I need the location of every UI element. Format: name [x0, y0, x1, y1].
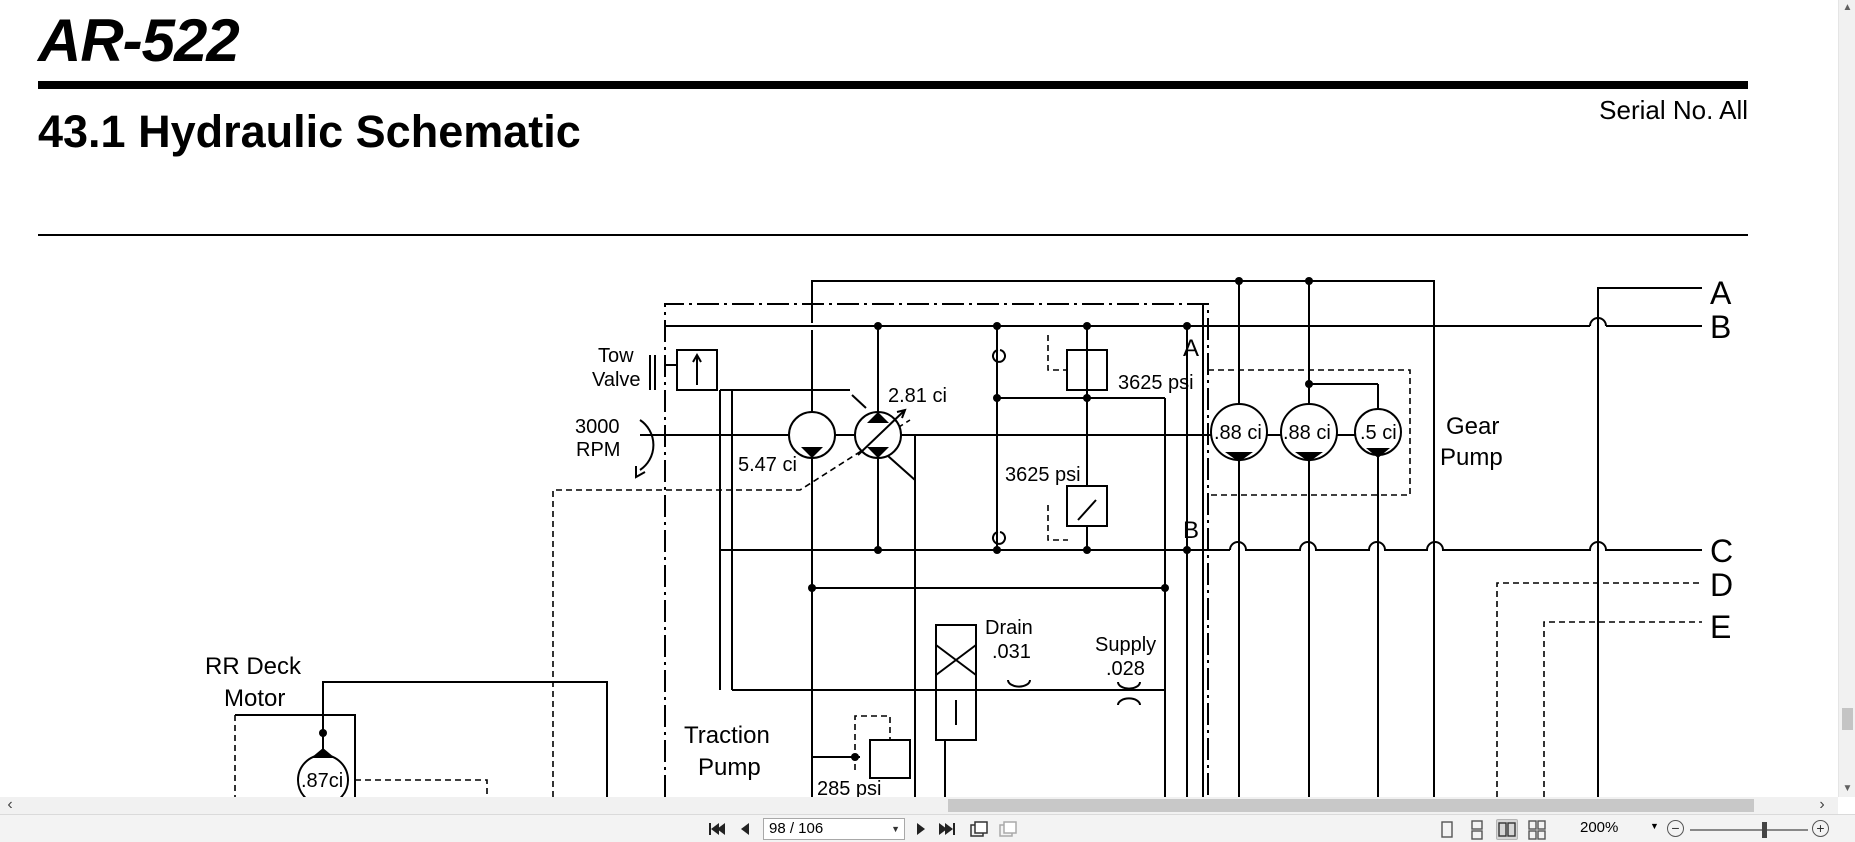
rotate-icon[interactable]	[968, 818, 990, 840]
section-divider	[38, 234, 1748, 236]
line-a-label: A	[1710, 275, 1732, 311]
zoom-out-icon[interactable]: −	[1667, 820, 1684, 837]
rpm-unit-label: RPM	[576, 439, 620, 461]
port-a-label: A	[1183, 335, 1199, 362]
viewer-toolbar: 98 / 106 ▼ 200% ▼ − +	[0, 814, 1855, 842]
continuous-view-icon[interactable]	[1466, 819, 1488, 840]
port-b-label: B	[1183, 517, 1199, 544]
next-page-icon[interactable]	[912, 818, 930, 840]
traction-pump-label-2: Pump	[698, 754, 761, 781]
relief-bottom-label: 3625 psi	[1005, 464, 1081, 486]
document-model-title: AR-522	[38, 7, 240, 74]
gear-section-3-label: .5 ci	[1360, 422, 1397, 444]
section-title: 43.1 Hydraulic Schematic	[38, 106, 581, 157]
scroll-up-icon[interactable]: ▲	[1842, 2, 1853, 13]
tow-valve-label-2: Valve	[592, 369, 641, 391]
displacement-281-label: 2.81 ci	[888, 385, 947, 407]
gear-pump-label-2: Pump	[1440, 444, 1503, 471]
gear-section-1-label: .88 ci	[1214, 422, 1262, 444]
rpm-value-label: 3000	[575, 416, 620, 438]
zoom-slider-handle[interactable]	[1762, 822, 1767, 838]
hydraulic-schematic: Tow Valve 3000 RPM 2.81 ci 5.47 ci 3625 …	[205, 275, 1733, 797]
gear-pump-label-1: Gear	[1446, 413, 1499, 440]
single-page-view-icon[interactable]	[1436, 819, 1458, 840]
line-c-label: C	[1710, 533, 1733, 569]
relief-top-label: 3625 psi	[1118, 372, 1194, 394]
two-page-continuous-view-icon[interactable]	[1526, 819, 1548, 840]
rr-deck-label-2: Motor	[224, 685, 285, 712]
serial-number: Serial No. All	[1599, 95, 1748, 125]
zoom-dropdown-icon[interactable]: ▼	[1650, 821, 1659, 831]
first-page-icon[interactable]	[706, 818, 728, 840]
line-e-label: E	[1710, 609, 1731, 645]
supply-label-2: .028	[1106, 658, 1145, 680]
traction-pump-label-1: Traction	[684, 722, 770, 749]
rotate-disabled-icon[interactable]	[997, 818, 1019, 840]
page-indicator: 98 / 106	[769, 820, 824, 837]
vertical-scrollbar[interactable]: ▲ ▼	[1838, 0, 1855, 797]
horizontal-scroll-thumb[interactable]	[948, 799, 1754, 812]
chevron-down-icon[interactable]: ▼	[891, 824, 900, 834]
last-page-icon[interactable]	[936, 818, 958, 840]
scroll-down-icon[interactable]: ▼	[1842, 783, 1853, 794]
displacement-547-label: 5.47 ci	[738, 454, 797, 476]
horizontal-scrollbar[interactable]: ‹ ›	[0, 797, 1838, 814]
line-d-label: D	[1710, 567, 1733, 603]
rr-motor-displacement-label: .87ci	[301, 770, 343, 792]
title-divider	[38, 81, 1748, 89]
rr-deck-label-1: RR Deck	[205, 653, 302, 680]
scroll-left-icon[interactable]: ‹	[7, 796, 13, 813]
two-page-view-icon[interactable]	[1496, 819, 1518, 840]
zoom-slider-track[interactable]	[1690, 829, 1808, 831]
supply-label-1: Supply	[1095, 634, 1156, 656]
charge-relief-label: 285 psi	[817, 778, 882, 797]
tow-valve-label-1: Tow	[598, 345, 634, 367]
gear-section-2-label: .88 ci	[1283, 422, 1331, 444]
vertical-scroll-thumb[interactable]	[1842, 708, 1853, 730]
previous-page-icon[interactable]	[736, 818, 754, 840]
scroll-right-icon[interactable]: ›	[1819, 796, 1825, 813]
drain-label-2: .031	[992, 641, 1031, 663]
drain-label-1: Drain	[985, 617, 1033, 639]
page-number-input[interactable]: 98 / 106 ▼	[763, 818, 905, 840]
zoom-in-icon[interactable]: +	[1812, 820, 1829, 837]
line-b-label: B	[1710, 309, 1731, 345]
zoom-level[interactable]: 200%	[1580, 819, 1619, 836]
